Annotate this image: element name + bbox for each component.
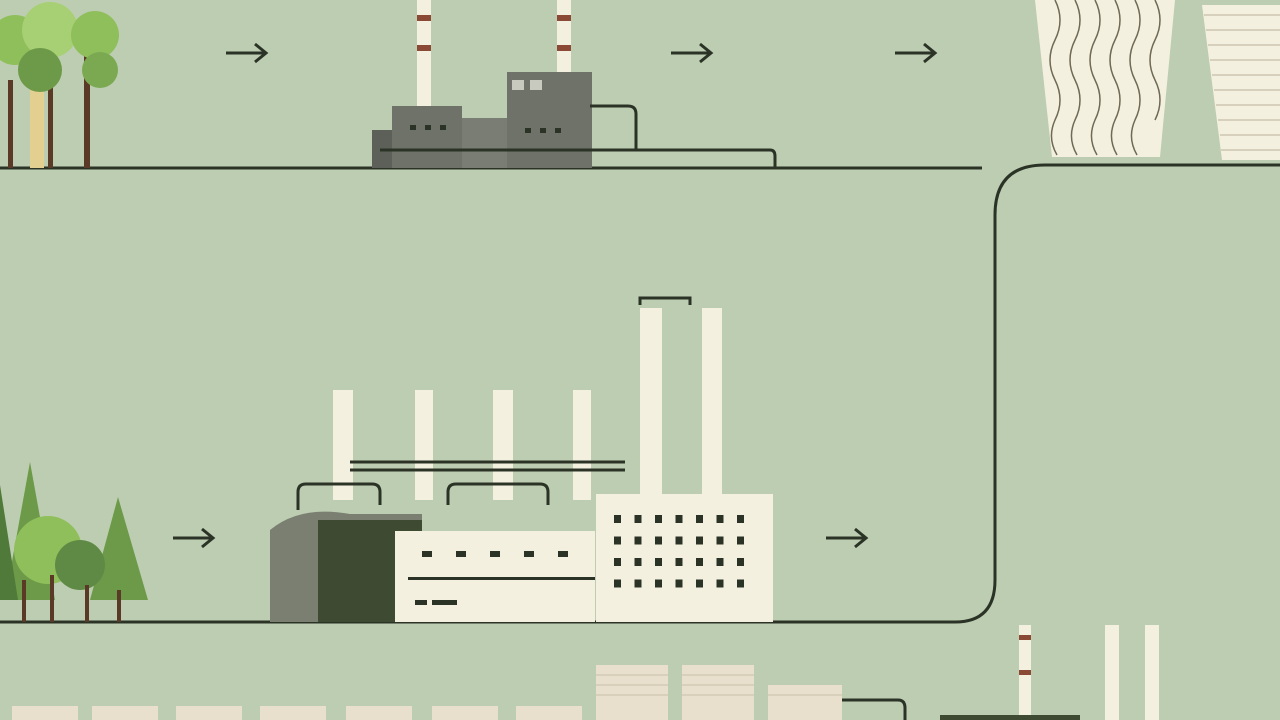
factory-window <box>696 515 703 523</box>
factory-window <box>696 536 703 545</box>
paper-cup-icon <box>1035 0 1175 157</box>
paper-cup-stack-icon <box>12 665 842 720</box>
factory-window <box>675 579 683 588</box>
factory-window <box>655 579 662 588</box>
arrow-right-icon <box>671 42 714 64</box>
factory-icon <box>270 296 773 622</box>
chimney-icon <box>940 625 1159 720</box>
bottom-pipe <box>842 698 907 720</box>
factory-window <box>634 558 642 566</box>
arrow-right-icon <box>826 527 869 549</box>
factory-window <box>737 579 744 588</box>
factory-window <box>614 536 621 545</box>
connector-line <box>0 163 1280 624</box>
factory-window <box>655 515 662 523</box>
factory-window <box>716 558 724 566</box>
paper-cup-stack-icon <box>1202 5 1280 160</box>
factory-window <box>614 515 621 523</box>
factory-window <box>614 558 621 566</box>
factory-window <box>634 515 642 523</box>
factory-window <box>675 558 683 566</box>
tree-icon <box>0 2 119 168</box>
factory-window <box>716 515 724 523</box>
factory-window <box>737 558 744 566</box>
factory-window <box>716 579 724 588</box>
tree-icon <box>0 462 148 622</box>
arrow-right-icon <box>226 42 269 64</box>
factory-window <box>675 536 683 545</box>
factory-icon <box>372 0 777 168</box>
factory-window <box>716 536 724 545</box>
arrow-right-icon <box>895 42 938 64</box>
factory-window <box>696 579 703 588</box>
factory-window <box>737 515 744 523</box>
factory-window <box>655 536 662 545</box>
factory-window <box>614 579 621 588</box>
factory-window <box>737 536 744 545</box>
factory-window <box>675 515 683 523</box>
factory-window <box>634 579 642 588</box>
arrow-right-icon <box>173 527 216 549</box>
factory-window <box>696 558 703 566</box>
factory-window <box>634 536 642 545</box>
factory-window <box>655 558 662 566</box>
